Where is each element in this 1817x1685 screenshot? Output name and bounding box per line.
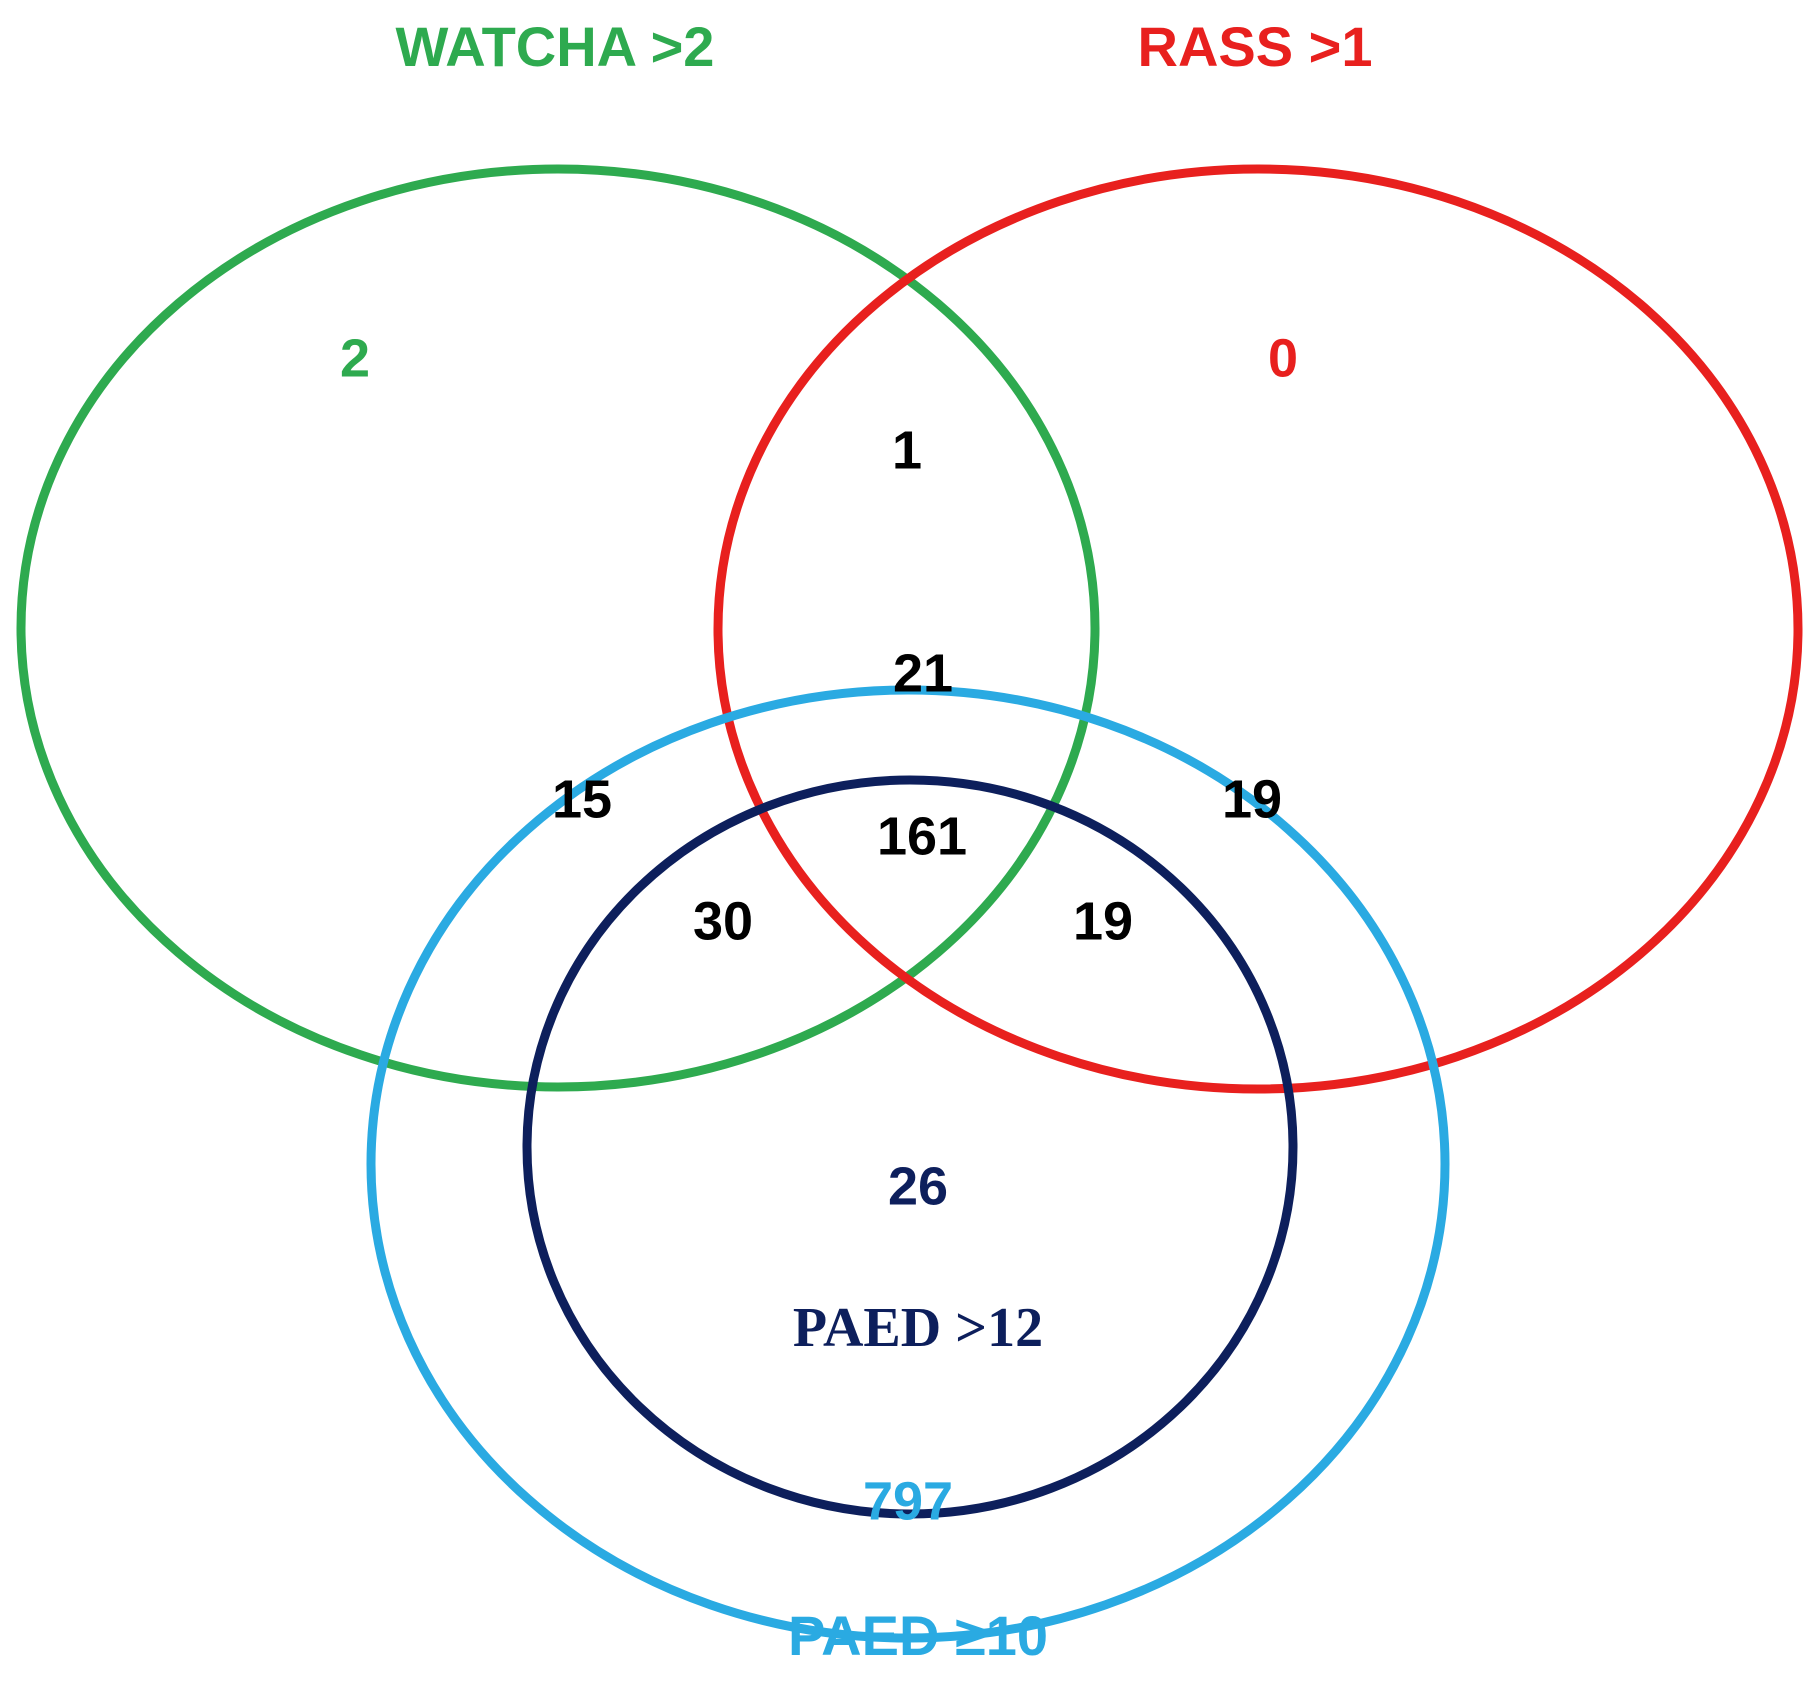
watcha-only-count: 2 xyxy=(340,328,370,388)
all-four-count: 161 xyxy=(877,806,967,866)
paed10-circle xyxy=(366,685,1450,1643)
paed12-only-count: 26 xyxy=(888,1156,948,1216)
watcha-circle xyxy=(16,164,1100,1092)
paed12-circle xyxy=(522,775,1298,1519)
watcha-rass-paed10-count: 21 xyxy=(893,643,953,703)
rass-circle xyxy=(713,164,1803,1094)
rass-paed12-count: 19 xyxy=(1073,891,1133,951)
watcha-set-label: WATCHA >2 xyxy=(396,15,715,78)
watcha-rass-count: 1 xyxy=(892,420,922,480)
rass-paed10-count: 19 xyxy=(1222,769,1282,829)
rass-set-label: RASS >1 xyxy=(1138,15,1373,78)
rass-only-count: 0 xyxy=(1268,328,1298,388)
paed10-only-count: 797 xyxy=(863,1471,953,1531)
paed12-set-label: PAED >12 xyxy=(793,1297,1043,1359)
watcha-paed12-count: 30 xyxy=(693,891,753,951)
paed10-set-label: PAED ≥10 xyxy=(788,1604,1048,1667)
watcha-paed10-count: 15 xyxy=(552,769,612,829)
